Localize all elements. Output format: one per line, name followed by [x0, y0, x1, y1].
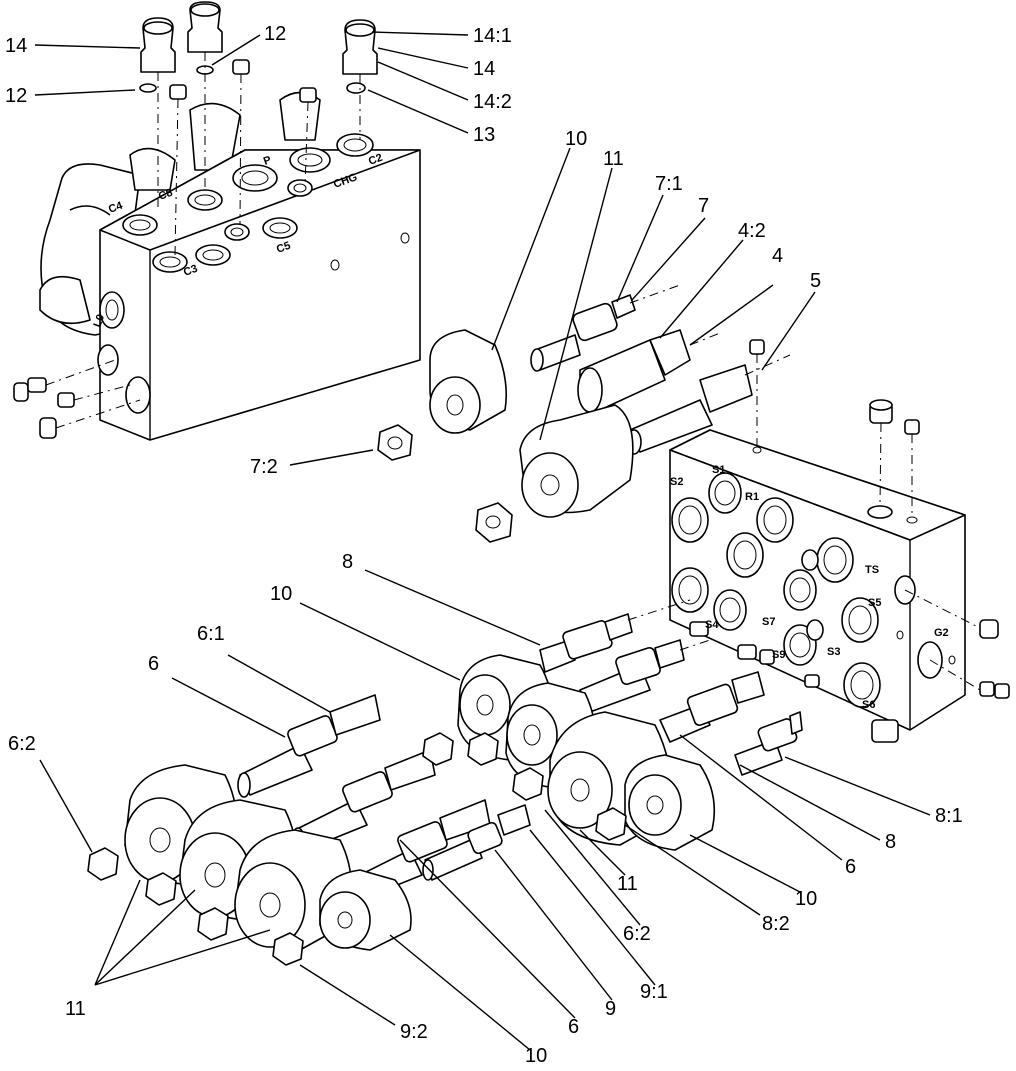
callout-6-2-left: 6:2 [8, 733, 36, 755]
callout-7-2: 7:2 [250, 456, 278, 478]
callout-6-right: 6 [845, 856, 856, 878]
callout-11-middle: 11 [617, 873, 638, 895]
lower-front-ports [671, 472, 881, 708]
upper-manifold-block [13, 1, 421, 441]
callout-10-right: 10 [795, 888, 817, 910]
callout-14-right: 14 [473, 58, 495, 80]
callout-8-right: 8 [885, 831, 896, 853]
callout-11-upper: 11 [603, 148, 624, 170]
callout-14-2: 14:2 [473, 91, 512, 113]
port-c4: C4 [107, 199, 125, 215]
middle-cartridge-group [377, 284, 791, 543]
callout-10-middle: 10 [270, 583, 292, 605]
callout-9-1: 9:1 [640, 981, 668, 1003]
port-s5: S5 [868, 597, 881, 609]
callout-11-left: 11 [65, 998, 86, 1020]
port-g2: G2 [934, 627, 949, 639]
port-l0: L0 [92, 313, 108, 329]
upper-top-ports [122, 133, 374, 273]
callout-10-bottom: 10 [525, 1045, 547, 1067]
leader-lines [34, 31, 931, 1051]
callout-9: 9 [605, 998, 616, 1020]
port-s3: S3 [827, 646, 840, 658]
port-p: P [262, 154, 273, 168]
callout-4-2: 4:2 [738, 220, 766, 242]
port-c5: C5 [275, 240, 292, 256]
port-s7: S7 [762, 616, 775, 628]
port-ts: TS [865, 564, 879, 576]
callout-8-1: 8:1 [935, 805, 963, 827]
callout-5: 5 [810, 270, 821, 292]
port-r1: R1 [745, 491, 759, 503]
callout-13: 13 [473, 124, 495, 146]
lower-cartridge-group [87, 599, 803, 966]
callout-12-top: 12 [264, 23, 286, 45]
port-s4: S4 [705, 619, 719, 631]
port-c3: C3 [182, 263, 199, 279]
port-s9: S9 [772, 649, 785, 661]
callout-14-top-left: 14 [5, 35, 27, 57]
callout-9-2: 9:2 [400, 1021, 428, 1043]
port-s2: S2 [670, 476, 683, 488]
upper-side-plugs [13, 359, 141, 439]
callout-6-1: 6:1 [197, 623, 225, 645]
port-s1: S1 [712, 464, 725, 476]
callout-12-left: 12 [5, 85, 27, 107]
callout-6-2-center: 6:2 [623, 923, 651, 945]
callout-6-left: 6 [148, 653, 159, 675]
callout-6-bottom: 6 [568, 1016, 579, 1038]
callout-14-1: 14:1 [473, 25, 512, 47]
callout-4: 4 [772, 245, 783, 267]
callouts: 14 12 12 14:1 14 14:2 13 10 11 7:1 7 4:2… [5, 23, 963, 1067]
port-s6: S6 [862, 699, 875, 711]
callout-8-upper: 8 [342, 551, 353, 573]
port-c2: C2 [367, 152, 384, 168]
port-c8: C8 [157, 187, 174, 203]
callout-7-1: 7:1 [655, 173, 683, 195]
callout-7: 7 [698, 195, 709, 217]
upper-fittings [139, 1, 378, 256]
callout-10-upper: 10 [565, 128, 587, 150]
lower-manifold-block [669, 399, 1010, 743]
callout-8-2: 8:2 [762, 913, 790, 935]
